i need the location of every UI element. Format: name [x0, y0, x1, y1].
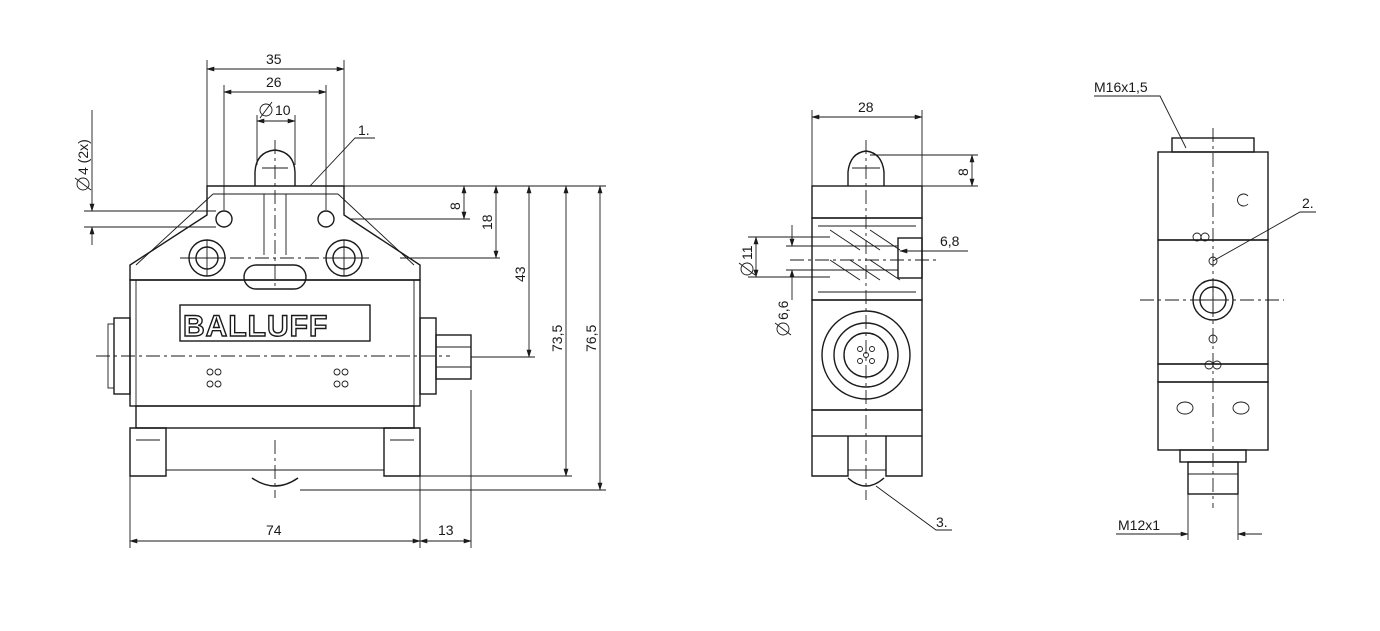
- dim-73-5: 73,5: [549, 325, 565, 352]
- callout-2: 2.: [1302, 195, 1314, 211]
- diameter-10-label: 10: [259, 101, 291, 119]
- dim-8: 8: [447, 202, 463, 210]
- dim-43: 43: [512, 266, 528, 282]
- dim-side-8: 8: [955, 168, 971, 176]
- front-view: [84, 60, 606, 548]
- dim-13: 13: [438, 522, 454, 538]
- thread-m12: M12x1: [1118, 517, 1160, 533]
- hole-diameter-label: 4 (2x): [74, 139, 92, 191]
- dim-35: 35: [266, 51, 282, 67]
- dim-28: 28: [858, 99, 874, 115]
- diameter-6-6-label: 6,6: [774, 300, 792, 336]
- callout-1: 1.: [358, 122, 370, 138]
- dim-6-6: 6,6: [775, 300, 791, 320]
- dim-6-8: 6,8: [940, 233, 960, 249]
- dim-76-5: 76,5: [583, 325, 599, 352]
- diameter-11-label: 11: [738, 245, 756, 276]
- dim-hole-4: 4 (2x): [75, 139, 91, 175]
- brand-logo: BALLUFF: [183, 310, 328, 343]
- rear-view: [1094, 95, 1316, 540]
- dim-26: 26: [266, 74, 282, 90]
- dim-10: 10: [275, 102, 291, 118]
- side-view: [748, 110, 978, 531]
- dim-74: 74: [266, 522, 282, 538]
- dim-18: 18: [479, 214, 495, 230]
- thread-m16: M16x1,5: [1094, 79, 1148, 95]
- dim-11: 11: [739, 245, 755, 260]
- callout-3: 3.: [936, 514, 948, 530]
